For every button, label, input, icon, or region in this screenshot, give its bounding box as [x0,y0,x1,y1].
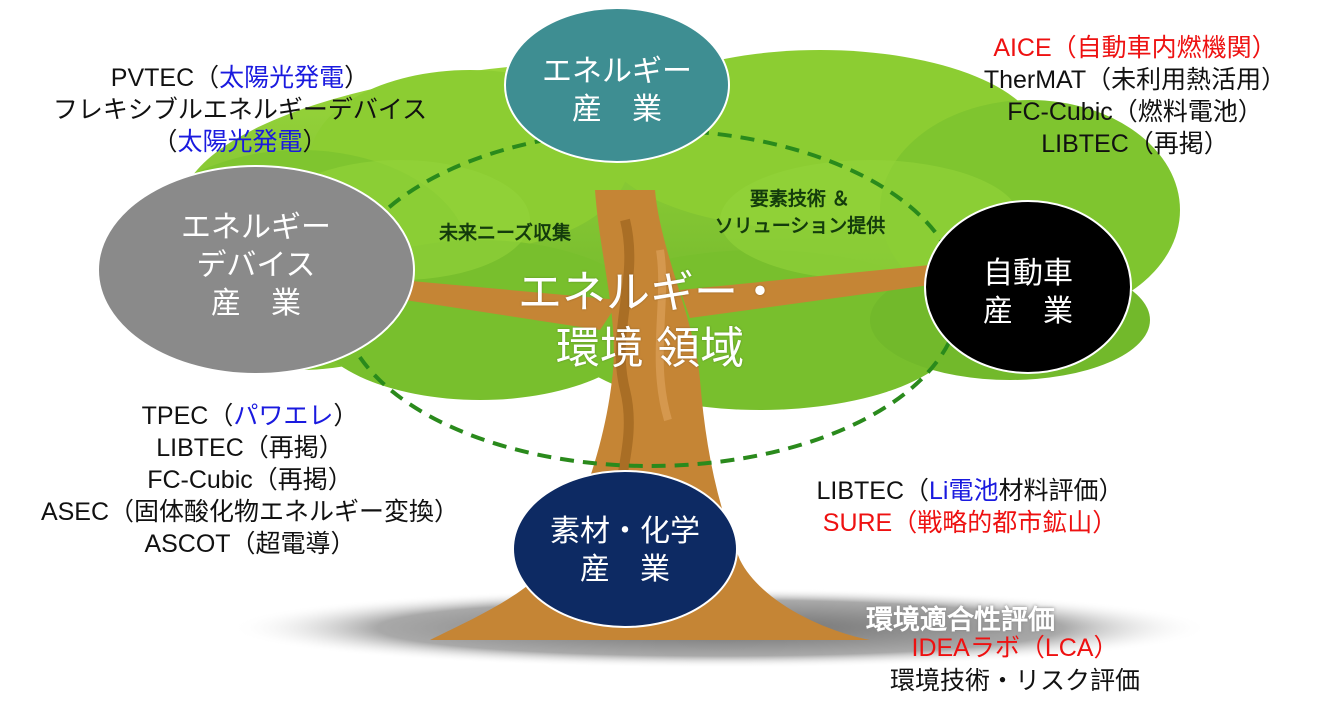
asec-line: ASEC（固体酸化物エネルギー変換） [40,498,460,526]
center-domain-label: エネルギー・ 環境 領域 [500,265,800,377]
circle-automotive-industry [924,200,1132,374]
libtec-line: LIBTEC（再掲） [156,434,344,462]
energy-device-industry-label: エネルギー デバイス 産 業 [136,209,376,323]
bottom-left-labels: TPEC（パワエレ） LIBTEC（再掲） FC-Cubic（再掲） ASEC（… [0,400,500,560]
center-line1: エネルギー・ [518,268,782,317]
automotive-line2: 産 業 [983,295,1073,328]
env-compat-title: 環境適合性評価 [866,605,1055,635]
tree-branches [400,265,930,330]
energy-device-line1: エネルギー [181,211,331,244]
libtec-li-line: LIBTEC（Li電池材料評価） [816,477,1124,505]
energy-industry-label: エネルギー 産 業 [517,53,717,129]
energy-industry-line2: 産 業 [572,93,662,126]
solution-label-line2: ソリューション提供 [714,216,886,237]
fc-cubic-repost-line: FC-Cubic（再掲） [147,466,353,494]
center-line2: 環境 領域 [555,324,745,373]
libtec-repost-line: LIBTEC（再掲） [1041,130,1229,158]
tpec-line: TPEC（パワエレ） [141,402,359,430]
automotive-line1: 自動車 [983,257,1073,290]
ascot-line: ASCOT（超電導） [144,530,356,558]
energy-industry-line1: エネルギー [542,55,692,88]
top-left-labels: PVTEC（太陽光発電） フレキシブルエネルギーデバイス （太陽光発電） [0,62,480,158]
automotive-industry-label: 自動車 産 業 [948,255,1108,331]
aice-line: AICE（自動車内燃機関） [993,34,1277,62]
energy-device-line3: 産 業 [211,287,301,320]
circle-energy-device-industry [97,165,415,375]
materials-line1: 素材・化学 [550,515,700,548]
flexible-device-line: フレキシブルエネルギーデバイス [52,96,428,124]
sure-line: SURE（戦略的都市鉱山） [822,509,1118,537]
materials-industry-label: 素材・化学 産 業 [525,513,725,589]
solution-label-line1: 要素技術 ＆ [749,189,851,210]
top-right-labels: AICE（自動車内燃機関） TherMAT（未利用熱活用） FC-Cubic（燃… [955,32,1315,160]
pv-paren-line: （太陽光発電） [152,128,328,156]
tree-trunk [430,190,870,640]
energy-device-line2: デバイス [196,249,316,282]
circle-energy-industry [504,7,730,163]
idea-lab-line: IDEAラボ（LCA） [911,634,1119,662]
materials-line2: 産 業 [580,553,670,586]
solution-label: 要素技術 ＆ ソリューション提供 [700,186,900,240]
env-tech-risk-line: 環境技術・リスク評価 [889,667,1140,695]
circle-materials-chemical-industry [512,470,738,628]
fc-cubic-line: FC-Cubic（燃料電池） [1007,98,1263,126]
future-needs-label: 未来ニーズ収集 [438,223,572,244]
thermat-line: TherMAT（未利用熱活用） [983,66,1287,94]
pvtec-line: PVTEC（太陽光発電） [110,64,370,92]
bottom-right-labels: LIBTEC（Li電池材料評価） SURE（戦略的都市鉱山） [770,475,1170,539]
